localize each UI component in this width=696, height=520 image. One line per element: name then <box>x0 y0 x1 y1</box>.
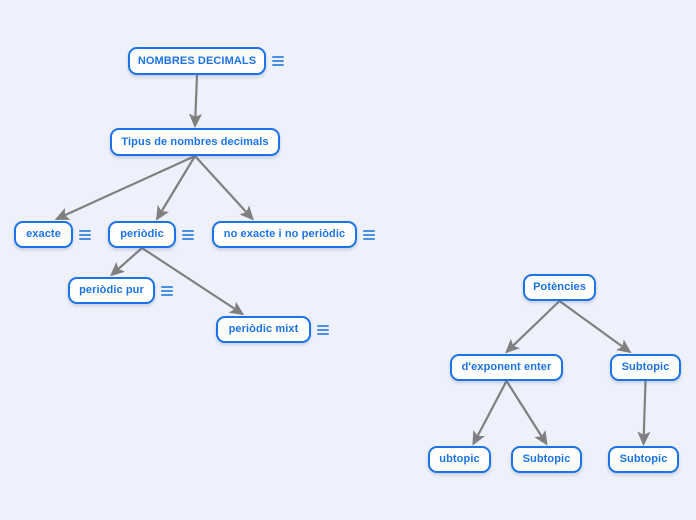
connector-periodic-to-periodic-pur <box>110 247 143 277</box>
connector-periodic-to-periodic-mixt <box>141 247 245 316</box>
connector-tipus-de-nombres-decimals-to-no-exacte-i-no-periodic <box>194 155 254 221</box>
node-label: no exacte i no periòdic <box>223 228 346 240</box>
node-periodic-pur[interactable]: periòdic pur <box>68 277 155 304</box>
node-tipus-de-nombres-decimals[interactable]: Tipus de nombres decimals <box>110 128 280 156</box>
node-potencies[interactable]: Potències <box>523 274 596 301</box>
node-periodic-mixt[interactable]: periòdic mixt <box>216 316 311 343</box>
hamburger-menu-icon[interactable] <box>317 322 331 338</box>
node-label: d'exponent enter <box>461 361 552 373</box>
node-subtopic[interactable]: Subtopic <box>511 446 582 473</box>
connector-d-exponent-enter-to-ubtopic <box>472 380 508 446</box>
node-label: Subtopic <box>619 453 668 465</box>
connector-tipus-de-nombres-decimals-to-periodic <box>155 155 196 221</box>
connector-subtopic-to-subtopic <box>637 380 651 446</box>
hamburger-menu-icon[interactable] <box>161 283 175 299</box>
node-periodic[interactable]: periòdic <box>108 221 176 248</box>
node-label: periòdic mixt <box>228 323 299 335</box>
connector-tipus-de-nombres-decimals-to-exacte <box>54 154 196 221</box>
hamburger-menu-icon[interactable] <box>363 227 377 243</box>
hamburger-menu-icon[interactable] <box>79 227 93 243</box>
node-label: Subtopic <box>621 361 670 373</box>
node-label: Subtopic <box>522 453 571 465</box>
node-label: exacte <box>26 228 61 240</box>
connector-potencies-to-subtopic <box>558 300 632 354</box>
node-label: Potències <box>533 281 586 293</box>
node-exacte[interactable]: exacte <box>14 221 73 248</box>
node-nombres-decimals[interactable]: NOMBRES DECIMALS <box>128 47 266 75</box>
connector-nombres-decimals-to-tipus-de-nombres-decimals <box>188 74 203 128</box>
node-label: Tipus de nombres decimals <box>121 135 269 148</box>
hamburger-menu-icon[interactable] <box>272 53 286 69</box>
node-label: periòdic <box>120 228 164 240</box>
node-label: periòdic pur <box>79 284 144 296</box>
node-label: NOMBRES DECIMALS <box>137 54 257 67</box>
node-ubtopic[interactable]: ubtopic <box>428 446 491 473</box>
connector-d-exponent-enter-to-subtopic <box>505 380 548 446</box>
hamburger-menu-icon[interactable] <box>182 227 196 243</box>
connector-potencies-to-d-exponent-enter <box>505 300 561 354</box>
node-subtopic[interactable]: Subtopic <box>608 446 679 473</box>
node-d-exponent-enter[interactable]: d'exponent enter <box>450 354 563 381</box>
node-label: ubtopic <box>439 453 480 465</box>
node-subtopic[interactable]: Subtopic <box>610 354 681 381</box>
node-no-exacte-i-no-periodic[interactable]: no exacte i no periòdic <box>212 221 357 248</box>
